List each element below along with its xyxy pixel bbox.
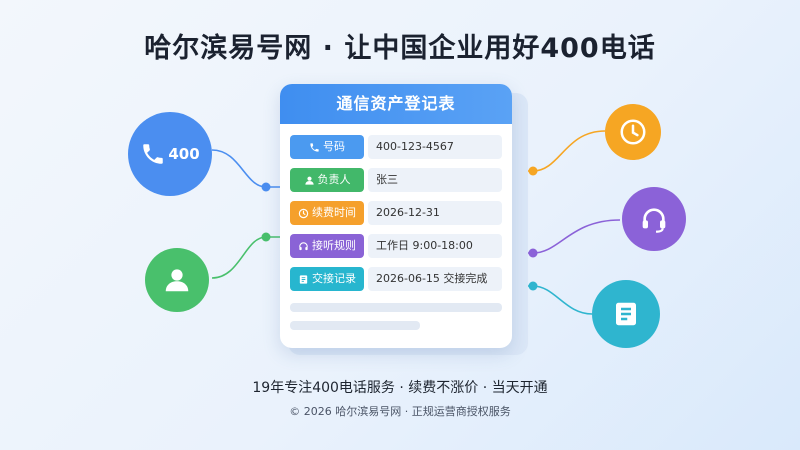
headset-icon bbox=[299, 241, 308, 250]
clock-icon bbox=[298, 208, 309, 218]
tag-rules: 接听规则 bbox=[290, 234, 364, 258]
copyright: © 2026 哈尔滨易号网 · 正规运营商授权服务 bbox=[289, 405, 511, 418]
person-icon bbox=[165, 269, 189, 292]
card-title: 通信资产登记表 bbox=[280, 84, 512, 124]
tag-label: 号码 bbox=[323, 140, 345, 153]
phone-icon bbox=[143, 144, 164, 164]
tag-label: 负责人 bbox=[317, 173, 351, 186]
tag-number: 号码 bbox=[290, 135, 364, 159]
row-handover: 交接记录 2026-06-15 交接完成 bbox=[290, 267, 502, 291]
tag-renewal: 续费时间 bbox=[290, 201, 364, 225]
phone-icon bbox=[310, 142, 319, 152]
value-renewal: 2026-12-31 bbox=[368, 201, 502, 225]
tag-label: 接听规则 bbox=[312, 239, 356, 252]
clock-icon bbox=[620, 119, 646, 145]
row-renewal: 续费时间 2026-12-31 bbox=[290, 201, 502, 225]
tagline: 19年专注400电话服务 · 续费不涨价 · 当天开通 bbox=[252, 380, 548, 396]
person-icon bbox=[304, 176, 314, 185]
page-title: 哈尔滨易号网 · 让中国企业用好400电话 bbox=[144, 33, 656, 64]
value-owner: 张三 bbox=[368, 168, 502, 192]
person-badge bbox=[145, 248, 209, 312]
phone-400-badge: 400 bbox=[128, 112, 212, 196]
document-icon bbox=[616, 302, 636, 326]
registration-card: 通信资产登记表 号码 400-123-4567 负责人 张三 续费时间 2026… bbox=[280, 84, 512, 348]
placeholder-bar bbox=[290, 321, 420, 330]
row-owner: 负责人 张三 bbox=[290, 168, 502, 192]
placeholder-bar bbox=[290, 303, 502, 312]
tag-handover: 交接记录 bbox=[290, 267, 364, 291]
phone-badge-text: 400 bbox=[168, 145, 200, 163]
tag-label: 续费时间 bbox=[312, 206, 356, 219]
value-number: 400-123-4567 bbox=[368, 135, 502, 159]
clock-badge bbox=[605, 104, 661, 160]
headset-icon bbox=[642, 208, 666, 233]
tag-label: 交接记录 bbox=[312, 272, 356, 285]
document-badge bbox=[592, 280, 660, 348]
value-rules: 工作日 9:00-18:00 bbox=[368, 234, 502, 258]
row-number: 号码 400-123-4567 bbox=[290, 135, 502, 159]
tag-owner: 负责人 bbox=[290, 168, 364, 192]
value-handover: 2026-06-15 交接完成 bbox=[368, 267, 502, 291]
headset-badge bbox=[622, 187, 686, 251]
row-rules: 接听规则 工作日 9:00-18:00 bbox=[290, 234, 502, 258]
document-icon bbox=[299, 274, 308, 284]
